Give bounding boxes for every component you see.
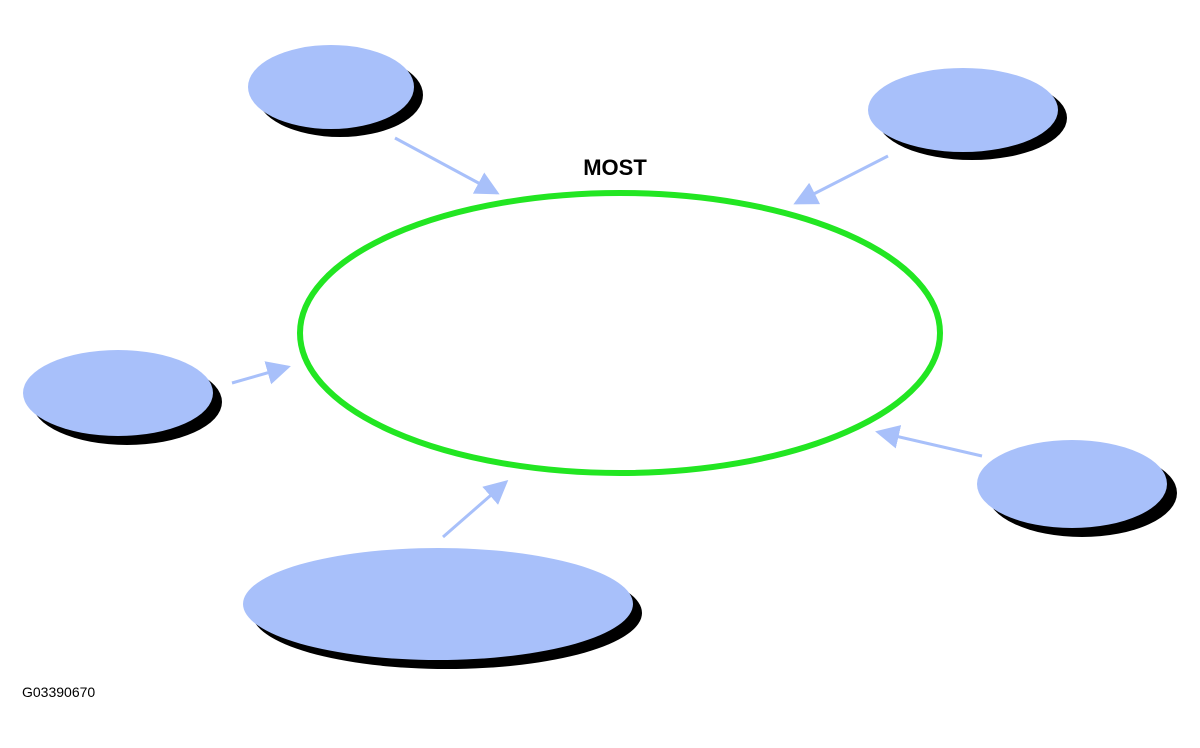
node-left <box>23 350 222 445</box>
arrow-bottom <box>442 480 509 539</box>
node-ellipse <box>977 440 1167 528</box>
node-bottom <box>243 548 642 669</box>
node-top-right <box>868 68 1067 160</box>
arrow-right <box>875 425 983 458</box>
node-ellipse <box>23 350 213 436</box>
arrow-left <box>231 361 291 385</box>
ring-label: MOST <box>583 155 647 180</box>
node-ellipse <box>243 548 633 660</box>
node-ellipse <box>868 68 1058 152</box>
figure-id: G03390670 <box>22 684 95 700</box>
node-ellipse <box>248 45 414 129</box>
node-top-left <box>248 45 423 137</box>
arrow-top-right <box>793 154 889 205</box>
arrow-top-left <box>394 136 500 195</box>
most-ring <box>297 190 943 476</box>
node-right <box>977 440 1177 537</box>
